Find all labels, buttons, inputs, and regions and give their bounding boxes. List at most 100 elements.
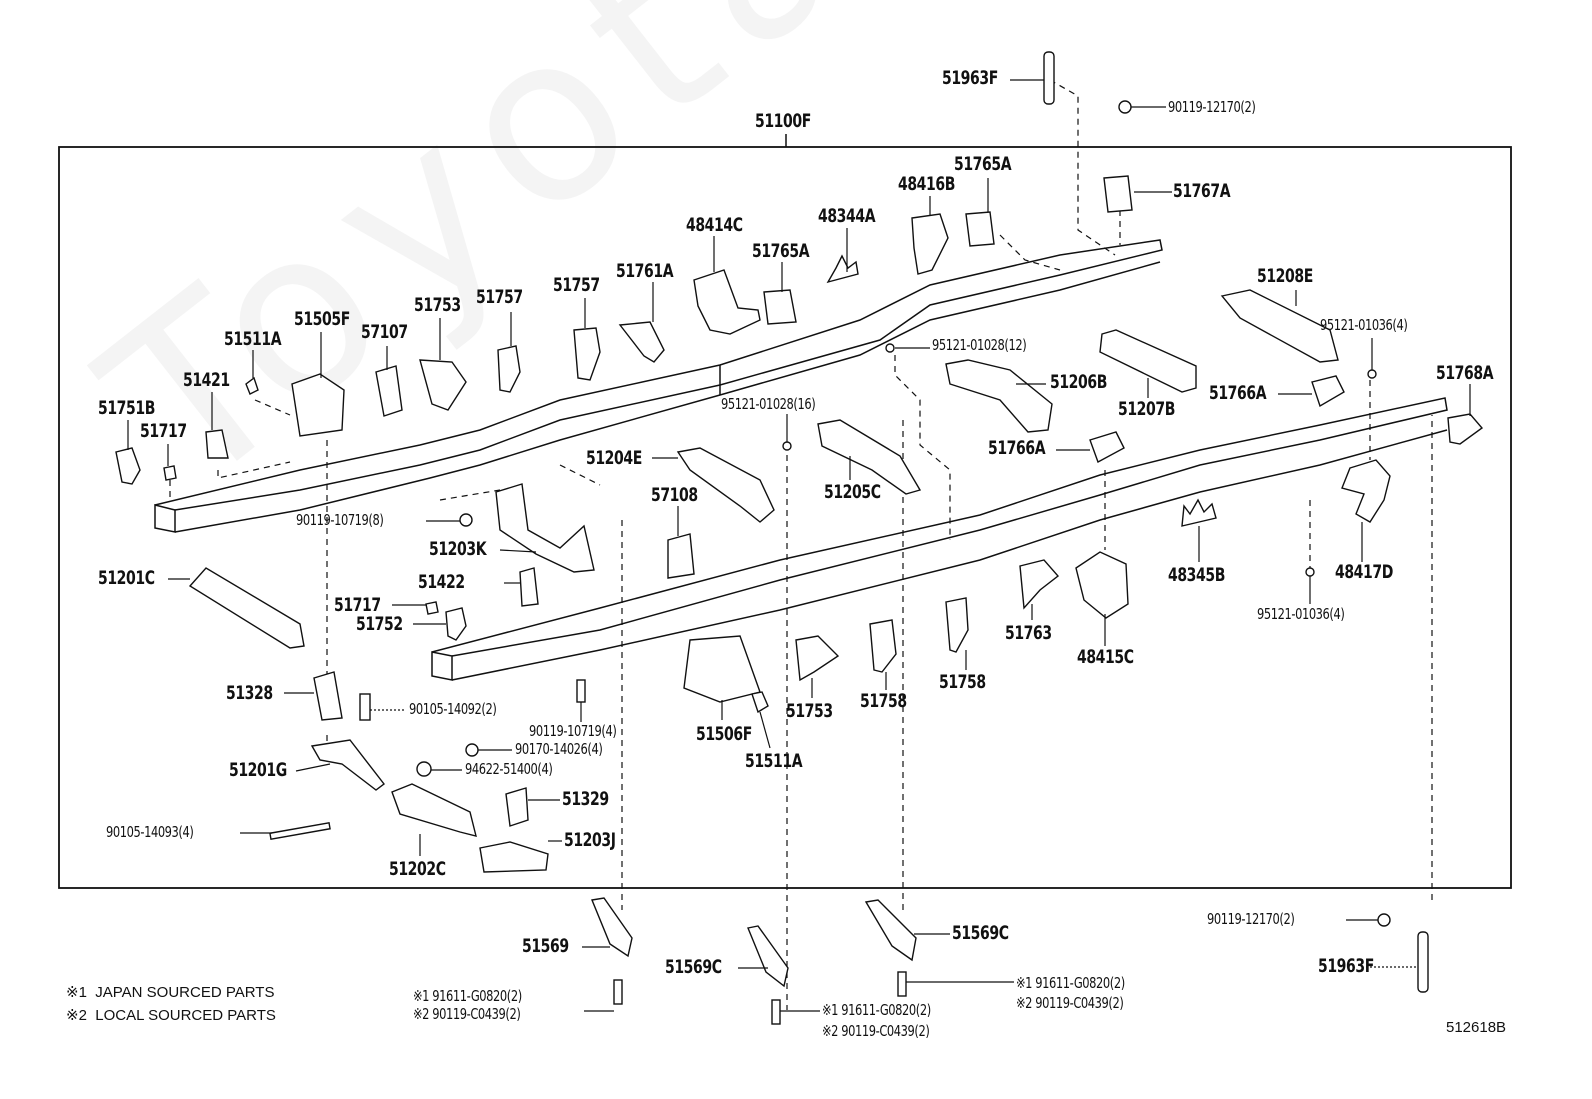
clip-95121-01036-top xyxy=(1367,369,1377,379)
label-90119-10719-4[interactable]: 90119-10719(4) xyxy=(529,722,617,740)
part-51753-bot xyxy=(795,635,840,682)
leader-lines xyxy=(127,79,1471,1012)
part-51752 xyxy=(445,607,467,641)
label-57108[interactable]: 57108 xyxy=(651,484,698,506)
label-51329[interactable]: 51329 xyxy=(562,788,609,810)
part-48417D xyxy=(1341,459,1391,523)
part-51205C xyxy=(817,419,922,495)
label-51758-mid[interactable]: 51758 xyxy=(860,690,907,712)
part-51765A-right xyxy=(965,211,995,247)
label-90105-14093[interactable]: 90105-14093(4) xyxy=(106,823,194,841)
label-51100F[interactable]: 51100F xyxy=(755,110,811,132)
label-51963F-top[interactable]: 51963F xyxy=(942,67,998,89)
label-95121-01036-top[interactable]: 95121-01036(4) xyxy=(1320,316,1408,334)
part-51963F-bot xyxy=(1417,931,1429,993)
bolt-90119-10719-8 xyxy=(459,513,473,527)
label-90119-12170-bot[interactable]: 90119-12170(2) xyxy=(1207,910,1295,928)
label-51505F[interactable]: 51505F xyxy=(294,308,350,330)
label-90119-12170-top[interactable]: 90119-12170(2) xyxy=(1168,98,1256,116)
label-51963F-bot[interactable]: 51963F xyxy=(1318,955,1374,977)
label-90119-10719-8[interactable]: 90119-10719(8) xyxy=(296,511,384,529)
label-48414C[interactable]: 48414C xyxy=(686,214,743,236)
part-51201C xyxy=(188,567,305,649)
label-51421[interactable]: 51421 xyxy=(183,369,230,391)
label-51761A[interactable]: 51761A xyxy=(616,260,674,282)
label-51767A[interactable]: 51767A xyxy=(1173,180,1231,202)
label-bolt-left-2[interactable]: ※2 90119-C0439(2) xyxy=(413,1005,521,1023)
label-bolt-left-1[interactable]: ※1 91611-G0820(2) xyxy=(413,987,522,1005)
label-51752[interactable]: 51752 xyxy=(356,613,403,635)
bolt-90105-14093 xyxy=(269,822,331,840)
label-51203K[interactable]: 51203K xyxy=(429,538,487,560)
clip-95121-01028-12 xyxy=(885,343,895,353)
label-51205C[interactable]: 51205C xyxy=(824,481,881,503)
label-95121-01028-12[interactable]: 95121-01028(12) xyxy=(932,336,1027,354)
part-51761A xyxy=(618,321,665,363)
label-90105-14092[interactable]: 90105-14092(2) xyxy=(409,700,497,718)
label-94622-51400[interactable]: 94622-51400(4) xyxy=(465,760,553,778)
label-51758-right[interactable]: 51758 xyxy=(939,671,986,693)
note-mark: ※2 xyxy=(66,1007,87,1024)
label-51753-bot[interactable]: 51753 xyxy=(786,700,833,722)
label-48416B[interactable]: 48416B xyxy=(898,173,955,195)
label-bolt-right-2[interactable]: ※2 90119-C0439(2) xyxy=(1016,994,1124,1012)
label-48344A[interactable]: 48344A xyxy=(818,205,876,227)
label-51717-top[interactable]: 51717 xyxy=(140,420,187,442)
label-51569[interactable]: 51569 xyxy=(522,935,569,957)
label-48345B[interactable]: 48345B xyxy=(1168,564,1225,586)
bolt-90119-12170-bot xyxy=(1377,913,1391,927)
part-48416B xyxy=(911,213,949,275)
part-51206B xyxy=(945,359,1053,433)
label-51328[interactable]: 51328 xyxy=(226,682,273,704)
label-51768A[interactable]: 51768A xyxy=(1436,362,1494,384)
part-51505F xyxy=(291,373,345,437)
label-51765A-left[interactable]: 51765A xyxy=(752,240,810,262)
label-51422[interactable]: 51422 xyxy=(418,571,465,593)
label-51569C-right[interactable]: 51569C xyxy=(952,922,1009,944)
part-51506F xyxy=(683,635,761,703)
label-51201G[interactable]: 51201G xyxy=(229,759,287,781)
label-48415C[interactable]: 48415C xyxy=(1077,646,1134,668)
label-51207B[interactable]: 51207B xyxy=(1118,398,1175,420)
label-51201C[interactable]: 51201C xyxy=(98,567,155,589)
label-51206B[interactable]: 51206B xyxy=(1050,371,1107,393)
clip-95121-01028-16 xyxy=(782,441,792,451)
label-51763[interactable]: 51763 xyxy=(1005,622,1052,644)
label-51766A-top[interactable]: 51766A xyxy=(1209,382,1267,404)
label-51766A-mid[interactable]: 51766A xyxy=(988,437,1046,459)
part-51766A-top xyxy=(1311,375,1345,408)
label-51202C[interactable]: 51202C xyxy=(389,858,446,880)
label-51753-top[interactable]: 51753 xyxy=(414,294,461,316)
label-48417D[interactable]: 48417D xyxy=(1335,561,1393,583)
label-95121-01028-16[interactable]: 95121-01028(16) xyxy=(721,395,816,413)
label-51511A-bot[interactable]: 51511A xyxy=(745,750,803,772)
label-bolt-right-1[interactable]: ※1 91611-G0820(2) xyxy=(1016,974,1125,992)
label-51717-bot[interactable]: 51717 xyxy=(334,594,381,616)
part-51717-top xyxy=(163,465,177,481)
label-51757-b[interactable]: 51757 xyxy=(476,286,523,308)
label-51208E[interactable]: 51208E xyxy=(1257,265,1313,287)
label-95121-01036-bot[interactable]: 95121-01036(4) xyxy=(1257,605,1345,623)
part-51511A-top xyxy=(245,376,259,395)
label-57107[interactable]: 57107 xyxy=(361,321,408,343)
label-bolt-mid-1[interactable]: ※1 91611-G0820(2) xyxy=(822,1001,931,1019)
label-51757-a[interactable]: 51757 xyxy=(553,274,600,296)
label-51203J[interactable]: 51203J xyxy=(564,829,616,851)
part-51758-right xyxy=(945,597,969,653)
label-51511A-top[interactable]: 51511A xyxy=(224,328,282,350)
part-51757-b xyxy=(573,327,601,381)
label-51204E[interactable]: 51204E xyxy=(586,447,642,469)
bolt-left xyxy=(613,979,623,1005)
part-57108 xyxy=(667,533,695,579)
label-51751B[interactable]: 51751B xyxy=(98,397,155,419)
label-90170-14026[interactable]: 90170-14026(4) xyxy=(515,740,603,758)
part-51208E xyxy=(1220,289,1339,363)
part-51201G xyxy=(310,739,385,791)
label-51765A-right[interactable]: 51765A xyxy=(954,153,1012,175)
part-51422 xyxy=(519,567,539,607)
part-51767A xyxy=(1103,175,1133,213)
part-51204E xyxy=(676,447,775,523)
label-51506F[interactable]: 51506F xyxy=(696,723,752,745)
label-51569C-left[interactable]: 51569C xyxy=(665,956,722,978)
label-bolt-mid-2[interactable]: ※2 90119-C0439(2) xyxy=(822,1022,930,1040)
